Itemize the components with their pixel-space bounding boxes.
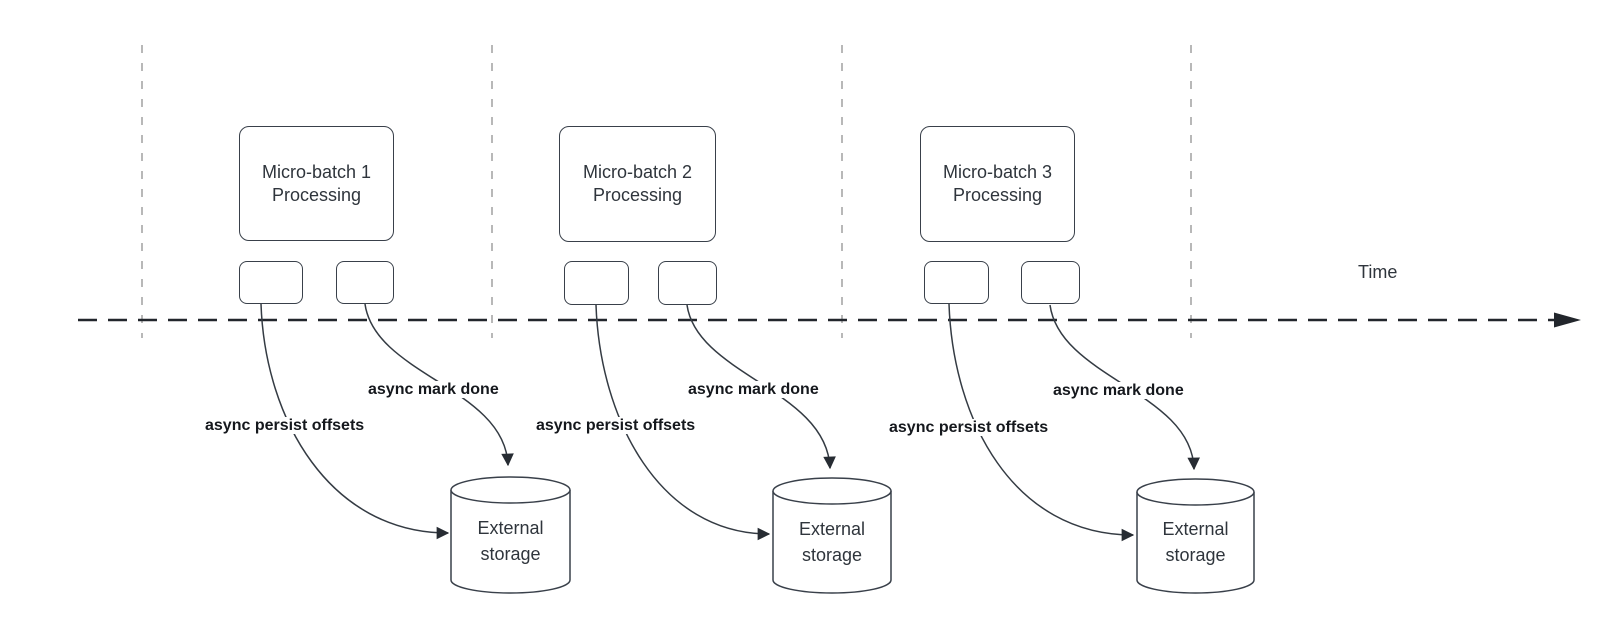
time-axis-label: Time (1358, 262, 1398, 282)
external-storage-cylinder-3 (1136, 478, 1255, 594)
micro-batch-2-label-line1: Micro-batch 2 (582, 162, 693, 182)
persist-offsets-label-3: async persist offsets (887, 419, 1051, 436)
mark-done-label-2: async mark done (686, 381, 821, 398)
micro-batch-1-label-line1: Micro-batch 1 (261, 161, 372, 182)
persist-offsets-label-1: async persist offsets (203, 417, 367, 434)
external-storage-cylinder-1 (450, 476, 571, 594)
micro-batch-3-offsets-task-box (924, 261, 989, 304)
micro-batch-1-offsets-task-box (239, 261, 303, 304)
persist-offsets-label-2: async persist offsets (534, 417, 698, 434)
time-axis-arrowhead-icon (1554, 312, 1581, 328)
micro-batch-2-processing-box: Micro-batch 2 Processing (559, 126, 716, 242)
micro-batch-1-done-task-box (336, 261, 394, 304)
mark-done-label-3: async mark done (1051, 382, 1186, 399)
micro-batch-3-done-task-box (1021, 261, 1080, 304)
persist-offsets-arrow-1 (260, 303, 448, 533)
external-storage-cylinder-2 (772, 477, 892, 594)
micro-batch-3-label-line2: Processing (952, 185, 1043, 205)
persist-offsets-arrow-3 (948, 303, 1133, 535)
micro-batch-3-label-line1: Micro-batch 3 (942, 162, 1053, 182)
micro-batch-1-processing-box: Micro-batch 1 Processing (239, 126, 394, 241)
mark-done-label-1: async mark done (366, 381, 501, 398)
persist-offsets-arrow-2 (595, 304, 769, 534)
micro-batch-2-label-line2: Processing (592, 185, 683, 205)
micro-batch-1-label-line2: Processing (271, 184, 362, 205)
micro-batch-2-offsets-task-box (564, 261, 629, 305)
micro-batch-3-processing-box: Micro-batch 3 Processing (920, 126, 1075, 242)
micro-batch-2-done-task-box (658, 261, 717, 305)
